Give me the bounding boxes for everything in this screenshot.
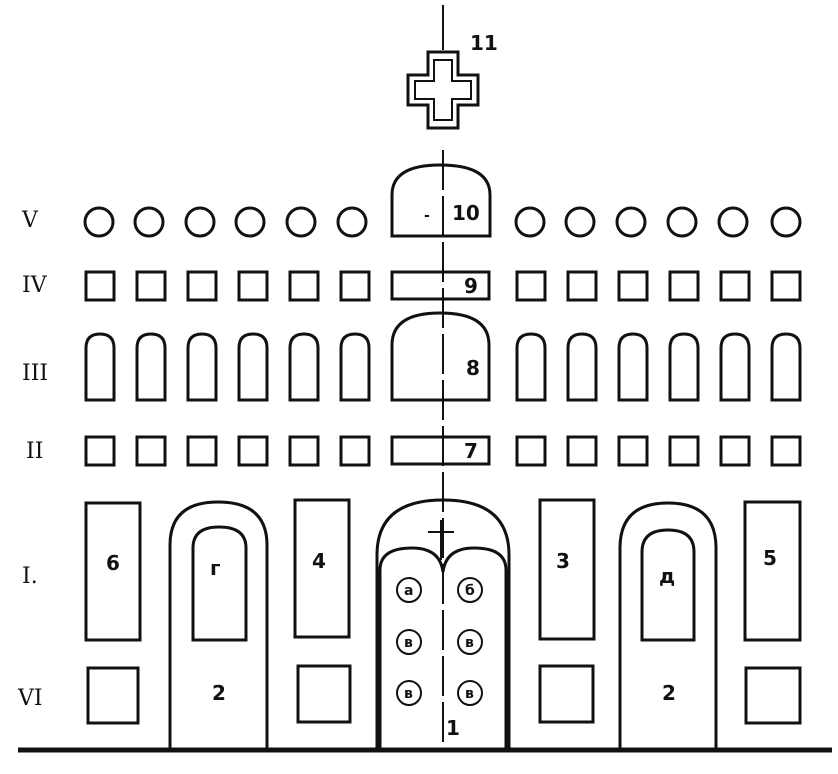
svg-text:в: в <box>404 635 413 651</box>
left-door-icon-g <box>191 525 248 642</box>
right-door-icon-d <box>640 528 696 642</box>
row-iv-squares-right <box>515 270 802 302</box>
label-4: 4 <box>312 549 326 573</box>
row-vi-square-2 <box>296 664 352 724</box>
left-door <box>168 500 269 748</box>
row-label-iii: III <box>22 361 48 386</box>
label-1: 1 <box>446 716 460 740</box>
row-ii-squares-left <box>84 435 371 467</box>
row-label-ii: II <box>26 439 43 464</box>
medallion-v4: в <box>457 680 483 706</box>
rect-9 <box>390 270 491 301</box>
icon-5 <box>743 500 802 642</box>
row-ii-squares-right <box>515 435 802 467</box>
label-d: д <box>659 564 675 588</box>
row-v-circles-right <box>514 206 802 238</box>
label-10: 10 <box>452 201 480 225</box>
medallion-v2: в <box>457 629 483 655</box>
label-7: 7 <box>464 439 478 463</box>
label-10-dash: - <box>424 208 430 224</box>
arch-10 <box>390 163 492 238</box>
rect-7 <box>390 435 491 466</box>
label-2-left: 2 <box>212 681 226 705</box>
medallion-b: б <box>457 577 483 603</box>
row-label-v: V <box>21 208 39 233</box>
row-label-vi: VI <box>17 686 43 711</box>
medallion-a: а <box>396 577 422 603</box>
royal-doors <box>375 498 511 748</box>
label-5: 5 <box>763 546 777 570</box>
svg-text:б: б <box>465 583 475 599</box>
label-11: 11 <box>470 31 498 55</box>
icon-4 <box>293 498 351 639</box>
row-label-iv: IV <box>22 273 48 298</box>
label-6: 6 <box>106 551 120 575</box>
row-iii-arches-right <box>515 332 802 402</box>
svg-text:в: в <box>404 686 413 702</box>
right-door <box>618 501 718 748</box>
label-8: 8 <box>466 356 480 380</box>
row-iii-arches-left <box>84 332 371 402</box>
row-vi-square-1 <box>86 666 140 725</box>
row-vi-square-4 <box>744 666 802 725</box>
arch-8 <box>390 311 491 402</box>
icon-6 <box>84 501 142 642</box>
label-3: 3 <box>556 549 570 573</box>
row-v-circles-left <box>83 206 368 238</box>
cross-icon <box>406 50 480 130</box>
row-vi-square-3 <box>538 664 595 724</box>
row-label-i: I. <box>22 564 38 589</box>
svg-text:в: в <box>465 686 474 702</box>
label-g: г <box>210 556 220 580</box>
label-9: 9 <box>464 274 478 298</box>
label-2-right: 2 <box>662 681 676 705</box>
medallion-v1: в <box>396 629 422 655</box>
row-iv-squares-left <box>84 270 371 302</box>
icon-3 <box>538 498 596 641</box>
svg-text:а: а <box>404 583 413 599</box>
svg-text:в: в <box>465 635 474 651</box>
medallion-v3: в <box>396 680 422 706</box>
